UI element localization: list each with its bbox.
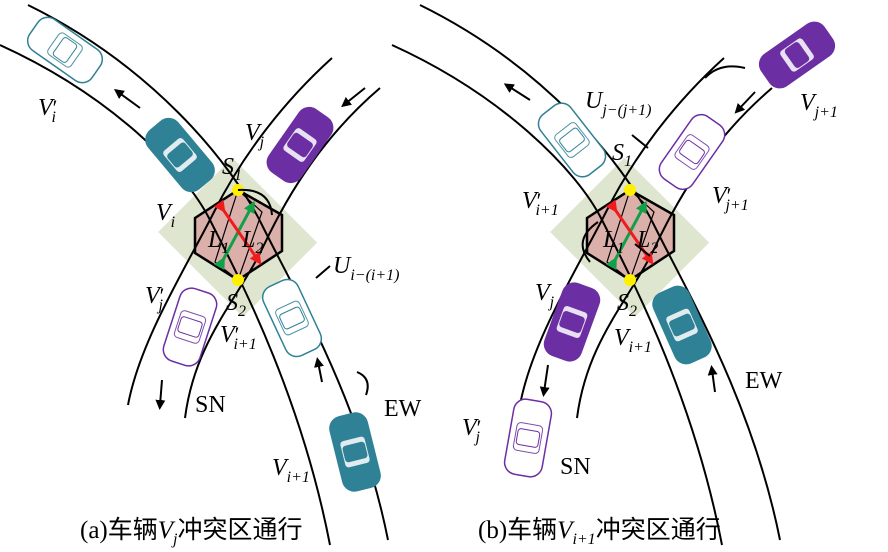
arrow-icon	[341, 87, 366, 108]
arrow-icon	[734, 91, 756, 114]
label-ew: EW	[384, 396, 422, 422]
label-v-i: Vi	[156, 200, 175, 231]
label-ew: EW	[745, 368, 783, 394]
car-filled-purple	[754, 16, 840, 94]
label-s1: S1	[222, 154, 242, 184]
arrow-icon	[503, 83, 531, 101]
label-l1: L1	[207, 227, 229, 257]
label-v-prime-i1: V′i+1	[220, 322, 257, 353]
label-v-i1: Vi+1	[614, 325, 652, 356]
label-l2: L2	[241, 227, 263, 257]
label-v-prime-j1: V′j+1	[712, 183, 749, 214]
arrow-icon	[707, 365, 718, 393]
connector-b	[581, 221, 599, 263]
label-u-j: Uj−(j+1)	[585, 88, 651, 119]
car-filled-teal	[326, 409, 384, 495]
arrow-icon	[155, 379, 166, 410]
label-v-i1: Vi+1	[272, 455, 310, 486]
arrow-icon	[539, 364, 550, 397]
road-intersection-a	[0, 5, 388, 545]
car-outline-purple	[653, 109, 731, 195]
label-s1: S1	[612, 140, 632, 170]
label-v-prime-i1: V′i+1	[522, 188, 559, 219]
connector-a	[237, 188, 273, 216]
arrow-icon	[113, 89, 141, 109]
u-leader-b	[631, 134, 649, 149]
label-v-j: Vj	[245, 120, 265, 151]
car-filled-purple	[540, 279, 604, 365]
car-outline-purple	[501, 396, 555, 480]
label-sn: SN	[195, 392, 226, 418]
label-u-i: Ui−(i+1)	[333, 253, 399, 284]
caption-b: (b)车辆Vi+1冲突区通行	[478, 516, 721, 548]
label-v-j1: Vj+1	[800, 90, 838, 121]
arrow-icon	[314, 357, 324, 383]
label-s2: S2	[617, 290, 637, 320]
car-outline-teal	[257, 274, 327, 362]
caption-a: (a)车辆Vj冲突区通行	[80, 516, 303, 548]
u-bracket-a	[315, 265, 369, 396]
label-v-prime-j: V′j	[462, 415, 481, 446]
label-v-prime-i: V′i	[38, 95, 57, 126]
label-l1: L1	[602, 227, 624, 257]
label-v-j: Vj	[535, 280, 555, 311]
panel-a: V′i Vj S1 Vi L1 L2 Ui−(i+1) V′j S2 V′i+1…	[0, 5, 422, 548]
label-l2: L2	[636, 227, 658, 257]
label-sn: SN	[560, 454, 591, 480]
u-bracket-b	[634, 65, 746, 257]
panel-b: Uj−(j+1) Vj+1 S1 V′i+1 V′j+1 L1 L2 Vj S2…	[392, 5, 840, 548]
label-v-prime-j: V′j	[145, 283, 164, 314]
label-s2: S2	[226, 290, 246, 320]
